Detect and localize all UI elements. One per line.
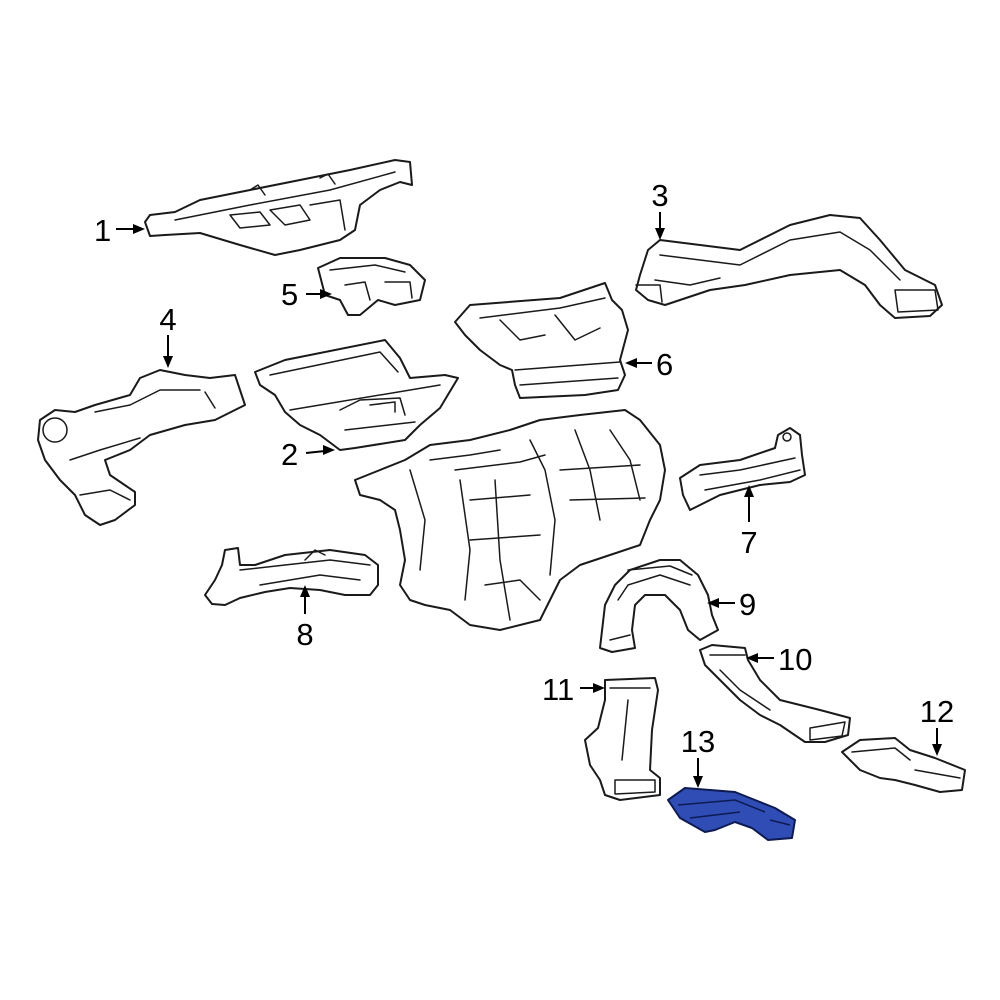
callout-labels: 1 2 3 4 5 6 7 8 9 10 11 12 13 [94, 178, 954, 759]
callout-6[interactable]: 6 [656, 347, 673, 382]
callout-8[interactable]: 8 [296, 617, 313, 652]
part-13-rear-floor-duct[interactable] [667, 787, 796, 841]
part-12-floor-outlet[interactable] [841, 737, 966, 793]
callout-13[interactable]: 13 [681, 724, 715, 759]
part-1-defroster-duct[interactable] [144, 159, 413, 256]
callout-1[interactable]: 1 [94, 213, 111, 248]
part-4-left-duct[interactable] [37, 369, 246, 526]
callout-4[interactable]: 4 [159, 302, 176, 337]
part-11-vertical-duct[interactable] [584, 677, 661, 801]
part-9-curved-duct[interactable] [599, 559, 719, 653]
hvac-unit-assembly [354, 409, 666, 631]
part-6-center-vent-box[interactable] [454, 282, 629, 399]
callout-7[interactable]: 7 [740, 525, 757, 560]
callout-leaders [116, 212, 942, 788]
part-2-duct-housing[interactable] [254, 339, 459, 451]
part-7-floor-duct[interactable] [679, 427, 806, 511]
callout-3[interactable]: 3 [651, 178, 668, 213]
part-10-duct-outlet[interactable] [699, 644, 851, 743]
part-8-rear-duct[interactable] [204, 547, 379, 606]
part-3-side-duct[interactable] [635, 214, 943, 319]
callout-12[interactable]: 12 [920, 694, 954, 729]
part-5-vent-housing[interactable] [317, 257, 426, 316]
callout-2[interactable]: 2 [281, 437, 298, 472]
callout-5[interactable]: 5 [281, 277, 298, 312]
callout-11[interactable]: 11 [542, 672, 574, 707]
callout-9[interactable]: 9 [739, 587, 756, 622]
callout-10[interactable]: 10 [778, 642, 812, 677]
